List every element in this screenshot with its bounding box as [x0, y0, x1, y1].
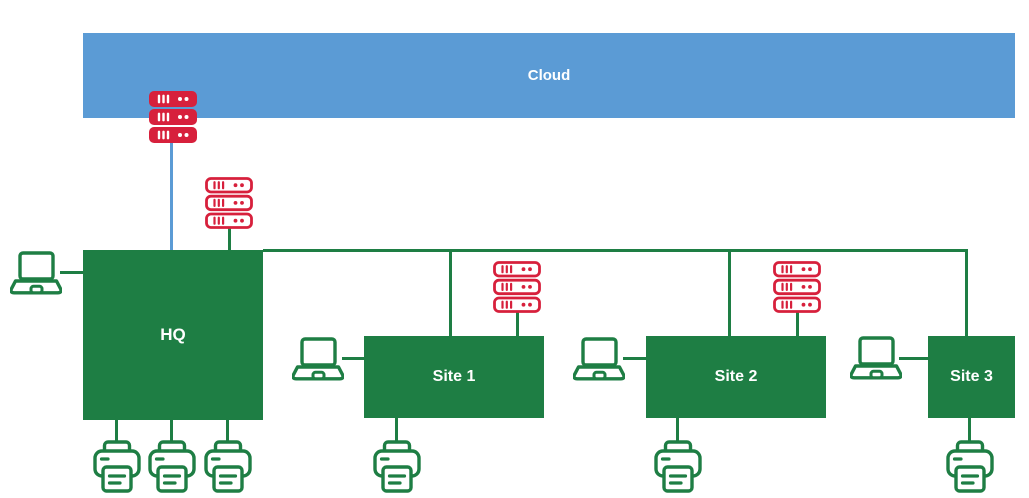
connector-cloud-hq — [170, 138, 173, 250]
hq-label: HQ — [160, 325, 186, 344]
cloud-node: Cloud — [83, 33, 1015, 118]
site3-node: Site 3 — [928, 336, 1015, 418]
connector-printer3-hq — [226, 420, 229, 442]
printer-icon — [204, 440, 252, 493]
connector-laptop-site2 — [623, 357, 646, 360]
server-rack-outline-icon — [773, 261, 821, 313]
connector-bus-site1-drop — [449, 250, 452, 336]
connector-server-site1 — [516, 311, 519, 336]
printer-icon — [946, 440, 994, 493]
laptop-icon — [10, 251, 62, 295]
connector-bus-horizontal — [263, 249, 968, 252]
connector-printer-site1 — [395, 418, 398, 442]
connector-printer-site2 — [676, 418, 679, 442]
connector-server-site2 — [796, 311, 799, 336]
laptop-icon — [292, 337, 344, 381]
printer-icon — [654, 440, 702, 493]
connector-laptop-hq — [60, 271, 83, 274]
connector-printer2-hq — [170, 420, 173, 442]
connector-laptop-site3 — [899, 357, 928, 360]
printer-icon — [93, 440, 141, 493]
connector-laptop-site1 — [342, 357, 364, 360]
server-rack-outline-icon — [493, 261, 541, 313]
printer-icon — [148, 440, 196, 493]
connector-printer1-hq — [115, 420, 118, 442]
server-rack-solid-icon — [148, 91, 198, 143]
laptop-icon — [850, 336, 902, 380]
site2-node: Site 2 — [646, 336, 826, 418]
cloud-label: Cloud — [527, 67, 571, 84]
site3-label: Site 3 — [950, 368, 993, 385]
hq-node: HQ — [83, 250, 263, 420]
site1-node: Site 1 — [364, 336, 544, 418]
server-rack-outline-icon — [205, 177, 253, 229]
connector-bus-site2-drop — [728, 250, 731, 336]
laptop-icon — [573, 337, 625, 381]
connector-server-hq — [228, 228, 231, 250]
site2-label: Site 2 — [714, 368, 758, 385]
connector-printer-site3 — [968, 418, 971, 442]
printer-icon — [373, 440, 421, 493]
site1-label: Site 1 — [432, 368, 476, 385]
connector-bus-site3-drop — [965, 249, 968, 336]
